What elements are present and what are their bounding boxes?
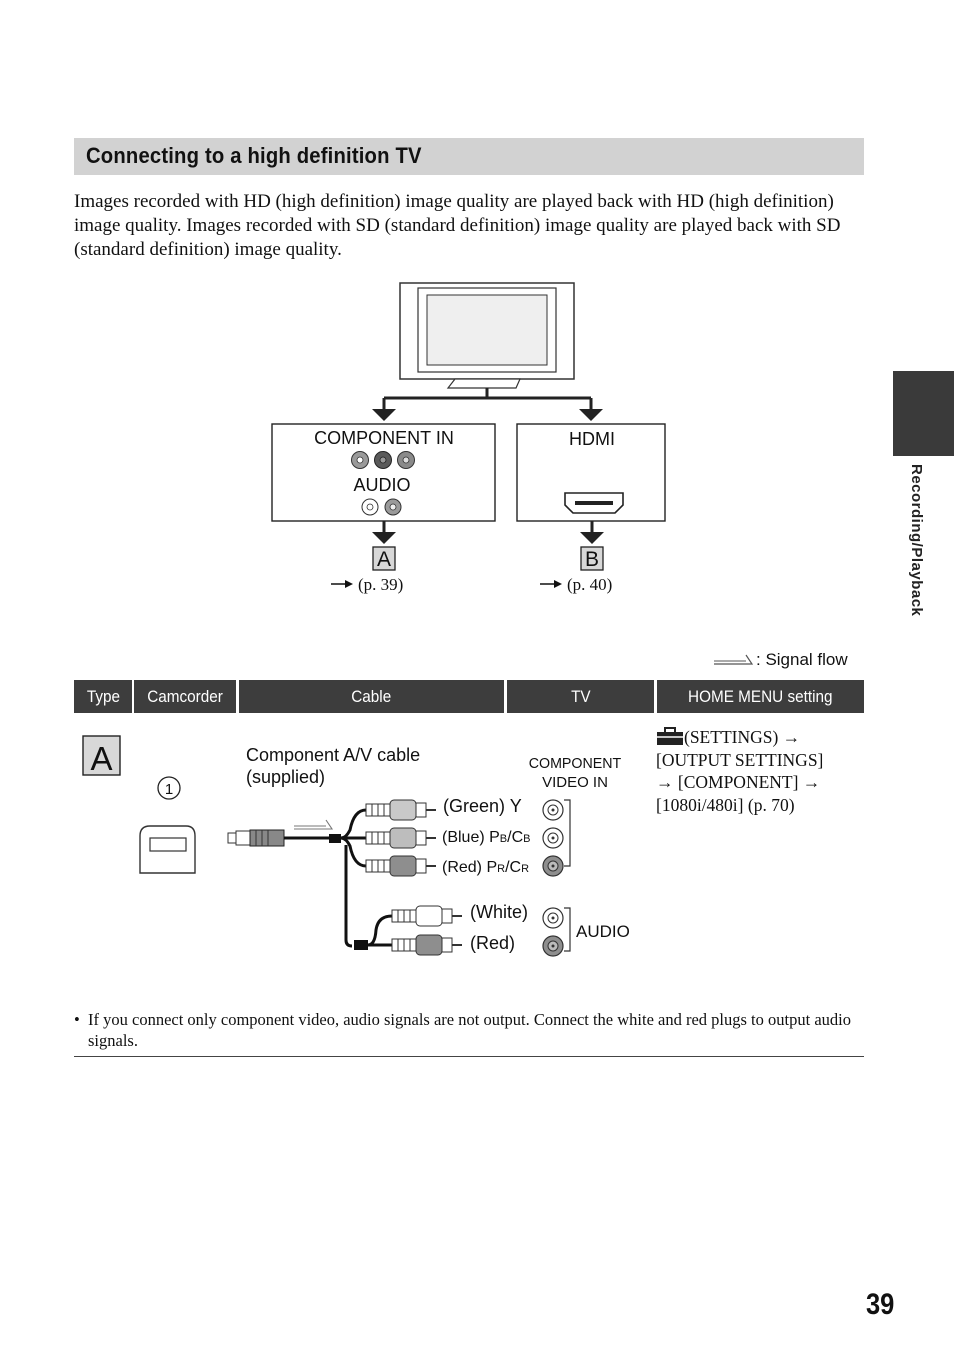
header-home-menu-setting: HOME MENU setting: [657, 680, 864, 713]
step-1-number: 1: [165, 781, 173, 798]
page-number: 39: [866, 1288, 895, 1321]
cable-connection-diagram: A 1 Component A/V cable (supplied): [82, 735, 630, 957]
tv-component-label-2: VIDEO IN: [542, 774, 608, 791]
cable-name: Component A/V cable: [246, 745, 420, 765]
tv-component-label-1: COMPONENT: [529, 756, 622, 772]
camcorder-component-jack-icon: [139, 825, 196, 874]
menu-line-4: [1080i/480i] (p. 70): [656, 794, 795, 815]
menu-line-1: (SETTINGS) →: [656, 726, 866, 749]
side-tab-label: Recording/Playback: [908, 464, 925, 617]
hdmi-port-icon: [564, 492, 624, 514]
header-tv: TV: [507, 680, 654, 713]
component-jacks: [351, 451, 415, 469]
plug-blue-pb: [365, 827, 436, 849]
menu-line-2: [OUTPUT SETTINGS]: [656, 749, 824, 770]
plug-red-label: (Red) PR/CR: [442, 859, 529, 876]
type-a-letter: A: [90, 740, 112, 777]
signal-split-arrows: [372, 388, 603, 421]
header-type: Type: [74, 680, 132, 713]
plug-white-label: (White): [470, 902, 528, 922]
hdmi-label: HDMI: [569, 429, 615, 449]
plug-green-label: (Green) Y: [443, 796, 522, 816]
component-input-box: [271, 423, 496, 522]
bottom-rule: [74, 1056, 864, 1057]
note-text: If you connect only component video, aud…: [88, 1010, 851, 1050]
step-1-marker: [157, 776, 181, 800]
signal-flow-arrow-icon: [714, 654, 754, 665]
option-b-letter: B: [585, 548, 599, 571]
option-a-page-ref[interactable]: (p. 39): [358, 575, 403, 594]
plug-green-y: [365, 799, 436, 821]
arrow-right-icon: [540, 580, 562, 588]
section-heading-bar: Connecting to a high definition TV: [74, 138, 864, 175]
option-a-letter: A: [377, 548, 391, 571]
intro-paragraph: Images recorded with HD (high definition…: [74, 191, 841, 260]
header-camcorder: Camcorder: [134, 680, 236, 713]
cable-signal-flow-arrow-icon: [294, 819, 334, 830]
cable-supplied-note: (supplied): [246, 767, 325, 787]
component-in-label: COMPONENT IN: [314, 428, 454, 448]
type-a-badge: [82, 735, 121, 776]
note-bullet: •: [74, 1010, 80, 1029]
plug-white-audio: [391, 905, 462, 927]
side-tab[interactable]: [893, 371, 954, 456]
plug-red-audio: [391, 934, 462, 956]
tv-icon: [399, 282, 575, 389]
option-a-badge[interactable]: [372, 546, 396, 571]
audio-label: AUDIO: [353, 475, 410, 495]
arrow-right-icon: [331, 580, 353, 588]
menu-line-3: → [COMPONENT] →: [656, 772, 821, 792]
toolbox-icon: [657, 727, 683, 745]
plug-red-audio-label: (Red): [470, 933, 515, 953]
tv-connection-diagram: COMPONENT IN AUDIO HDMI A B (p. 39) (p. …: [271, 282, 666, 594]
down-arrows-to-options: [372, 521, 604, 544]
audio-jacks: [361, 498, 402, 516]
plug-blue-label: (Blue) PB/CB: [442, 829, 530, 846]
header-cable: Cable: [239, 680, 504, 713]
option-b-page-ref[interactable]: (p. 40): [567, 575, 612, 594]
tv-audio-jacks: [542, 907, 571, 957]
option-b-badge[interactable]: [580, 546, 604, 571]
section-title: Connecting to a high definition TV: [86, 143, 422, 168]
table-header: Type Camcorder Cable TV HOME MENU settin…: [74, 680, 864, 713]
home-menu-setting-text: (SETTINGS) → [OUTPUT SETTINGS] → [COMPON…: [656, 726, 866, 816]
signal-flow-text: : Signal flow: [756, 650, 848, 669]
plug-red-pr: [365, 855, 436, 877]
signal-flow-legend: : Signal flow: [712, 650, 848, 670]
tv-audio-label: AUDIO: [576, 922, 630, 941]
component-av-cable-icon: [227, 808, 393, 950]
tv-component-jacks: [542, 799, 571, 877]
